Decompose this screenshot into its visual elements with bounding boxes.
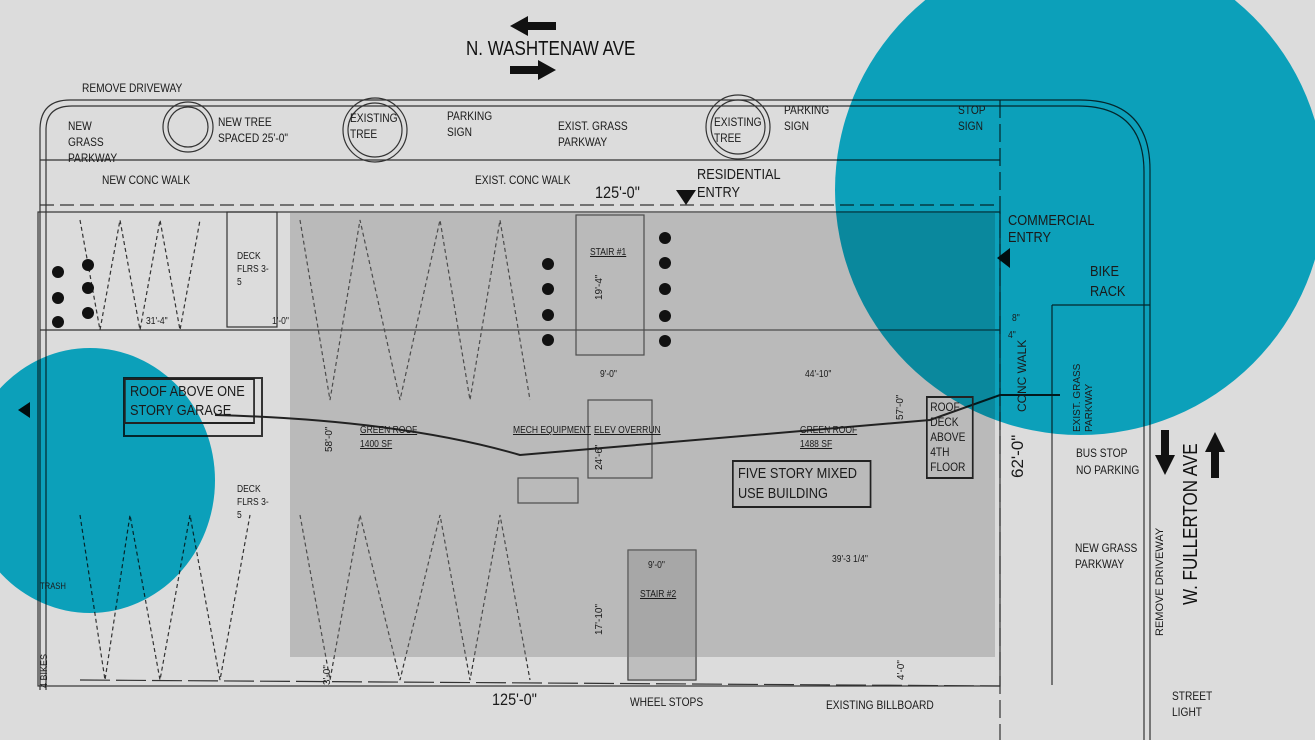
mech-equipment-label: MECH EQUIPMENT <box>513 425 591 436</box>
street-light-label: STREET LIGHT <box>1172 689 1213 719</box>
exist-grass-parkway-label: EXIST. GRASS PARKWAY <box>558 119 628 149</box>
deck-label-1: DECK FLRS 3-5 <box>237 251 269 288</box>
stair-1-label: STAIR #1 <box>590 247 627 258</box>
dim-62-0: 62'-0" <box>1008 434 1027 478</box>
dim-9-0-a: 9'-0" <box>600 369 617 380</box>
dim-17-10: 17'-10" <box>594 603 605 635</box>
dim-9-0-b: 9'-0" <box>648 560 665 571</box>
arrow-north-icon <box>1205 432 1225 478</box>
exist-grass-parkway-vertical-label: EXIST. GRASS PARKWAY <box>1072 363 1095 432</box>
bikes-label: 4 BIKES <box>39 653 49 688</box>
dim-4-0: 4'-0" <box>896 660 907 680</box>
dim-39-3: 39'-3 1/4" <box>832 554 868 565</box>
dim-1-0: 1'-0" <box>272 316 289 327</box>
stop-sign-label: STOP SIGN <box>958 103 986 133</box>
dim-3-0: 3'-0" <box>322 665 333 685</box>
stair-2-label: STAIR #2 <box>640 589 677 600</box>
new-tree-label: NEW TREE SPACED 25'-0" <box>218 115 289 145</box>
new-grass-parkway-label: NEW GRASS PARKWAY <box>68 119 118 165</box>
arrow-east-icon <box>510 60 556 80</box>
commercial-entry-label: COMMERCIAL ENTRY <box>1008 212 1094 246</box>
dimension-bottom: 125'-0" <box>492 690 537 709</box>
green-roof-label-1: GREEN ROOF <box>360 425 418 436</box>
remove-driveway-label: REMOVE DRIVEWAY <box>82 81 183 95</box>
parking-sign-label-2: PARKING SIGN <box>784 103 830 133</box>
dim-8: 8" <box>1012 313 1020 324</box>
no-parking-label: NO PARKING <box>1076 463 1140 477</box>
dim-24-6: 24'-6" <box>594 444 605 470</box>
street-label-north: N. WASHTENAW AVE <box>466 38 636 60</box>
accent-circle-left <box>0 348 215 613</box>
existing-tree-label-2: EXISTING TREE <box>714 115 762 145</box>
arrow-west-icon <box>510 16 556 36</box>
dim-58-0: 58'-0" <box>324 426 335 452</box>
roof-deck-label: ROOF DECK ABOVE 4TH FLOOR <box>926 396 974 479</box>
exist-conc-walk-label: EXIST. CONC WALK <box>475 173 571 187</box>
dim-57-0: 57'-0" <box>895 394 906 420</box>
trash-label: TRASH <box>40 581 66 591</box>
bus-stop-label: BUS STOP <box>1076 446 1128 460</box>
deck-label-2: DECK FLRS 3-5 <box>237 484 269 521</box>
dim-31-4: 31'-4" <box>146 316 168 327</box>
wheel-stops-label: WHEEL STOPS <box>630 695 704 709</box>
existing-billboard-label: EXISTING BILLBOARD <box>826 698 934 712</box>
green-roof-label-2: GREEN ROOF <box>800 425 858 436</box>
bike-rack-label: BIKE RACK <box>1090 263 1126 300</box>
roof-garage-label: ROOF ABOVE ONE STORY GARAGE <box>124 378 255 424</box>
dim-19-4: 19'-4" <box>594 274 605 300</box>
residential-entry-arrow-icon <box>676 190 696 205</box>
new-grass-parkway-label-2: NEW GRASS PARKWAY <box>1075 541 1138 571</box>
accent-circle-right <box>835 0 1315 435</box>
existing-tree-label: EXISTING TREE <box>350 111 398 141</box>
crack <box>214 394 1060 457</box>
new-conc-walk-label: NEW CONC WALK <box>102 173 191 187</box>
dim-4: 4" <box>1008 330 1016 341</box>
street-label-east: W. FULLERTON AVE <box>1180 443 1202 605</box>
conc-walk-label: CONC WALK <box>1015 339 1029 412</box>
dimension-top: 125'-0" <box>595 183 640 202</box>
elev-overrun-label: ELEV OVERRUN <box>594 425 661 436</box>
parking-sign-label: PARKING SIGN <box>447 109 493 139</box>
arrow-south-icon <box>1155 430 1175 475</box>
green-roof-area-2: 1488 SF <box>800 439 833 450</box>
column-markers <box>52 232 671 347</box>
residential-entry-label: RESIDENTIAL ENTRY <box>697 166 781 201</box>
dim-44-10: 44'-10" <box>805 369 832 380</box>
remove-driveway-right-label: REMOVE DRIVEWAY <box>1154 527 1166 636</box>
green-roof-area-1: 1400 SF <box>360 439 393 450</box>
five-story-building-label: FIVE STORY MIXED USE BUILDING <box>732 460 872 508</box>
